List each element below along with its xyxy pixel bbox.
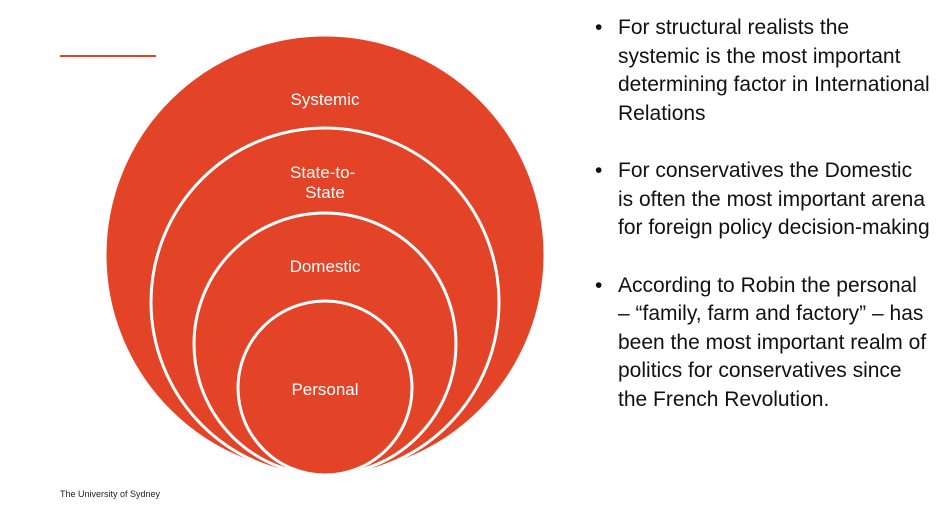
bullet-dot-icon: • [595,273,603,297]
bullet-item-conservatives-domestic: • For conservatives the Domestic is ofte… [592,157,932,243]
label-domestic: Domestic [290,257,361,276]
nested-circles-diagram: Systemic State-to- State Domestic Person… [103,33,547,478]
bullet-text: For structural realists the systemic is … [618,16,930,125]
label-systemic: Systemic [291,90,360,109]
bullet-dot-icon: • [595,159,603,182]
footer-institution: The University of Sydney [60,489,161,499]
accent-rule [60,55,156,57]
circle-personal [236,299,414,477]
bullet-text: For conservatives the Domestic is often … [618,159,930,239]
bullet-dot-icon: • [595,16,603,39]
label-personal: Personal [291,380,358,399]
bullet-list: • For structural realists the systemic i… [592,14,932,443]
bullet-item-structural-realists: • For structural realists the systemic i… [592,14,932,128]
bullet-text: According to Robin the personal – “famil… [618,273,927,411]
label-state-to-state: State-to- State [290,163,360,202]
bullet-item-robin-personal: • According to Robin the personal – “fam… [592,272,932,415]
